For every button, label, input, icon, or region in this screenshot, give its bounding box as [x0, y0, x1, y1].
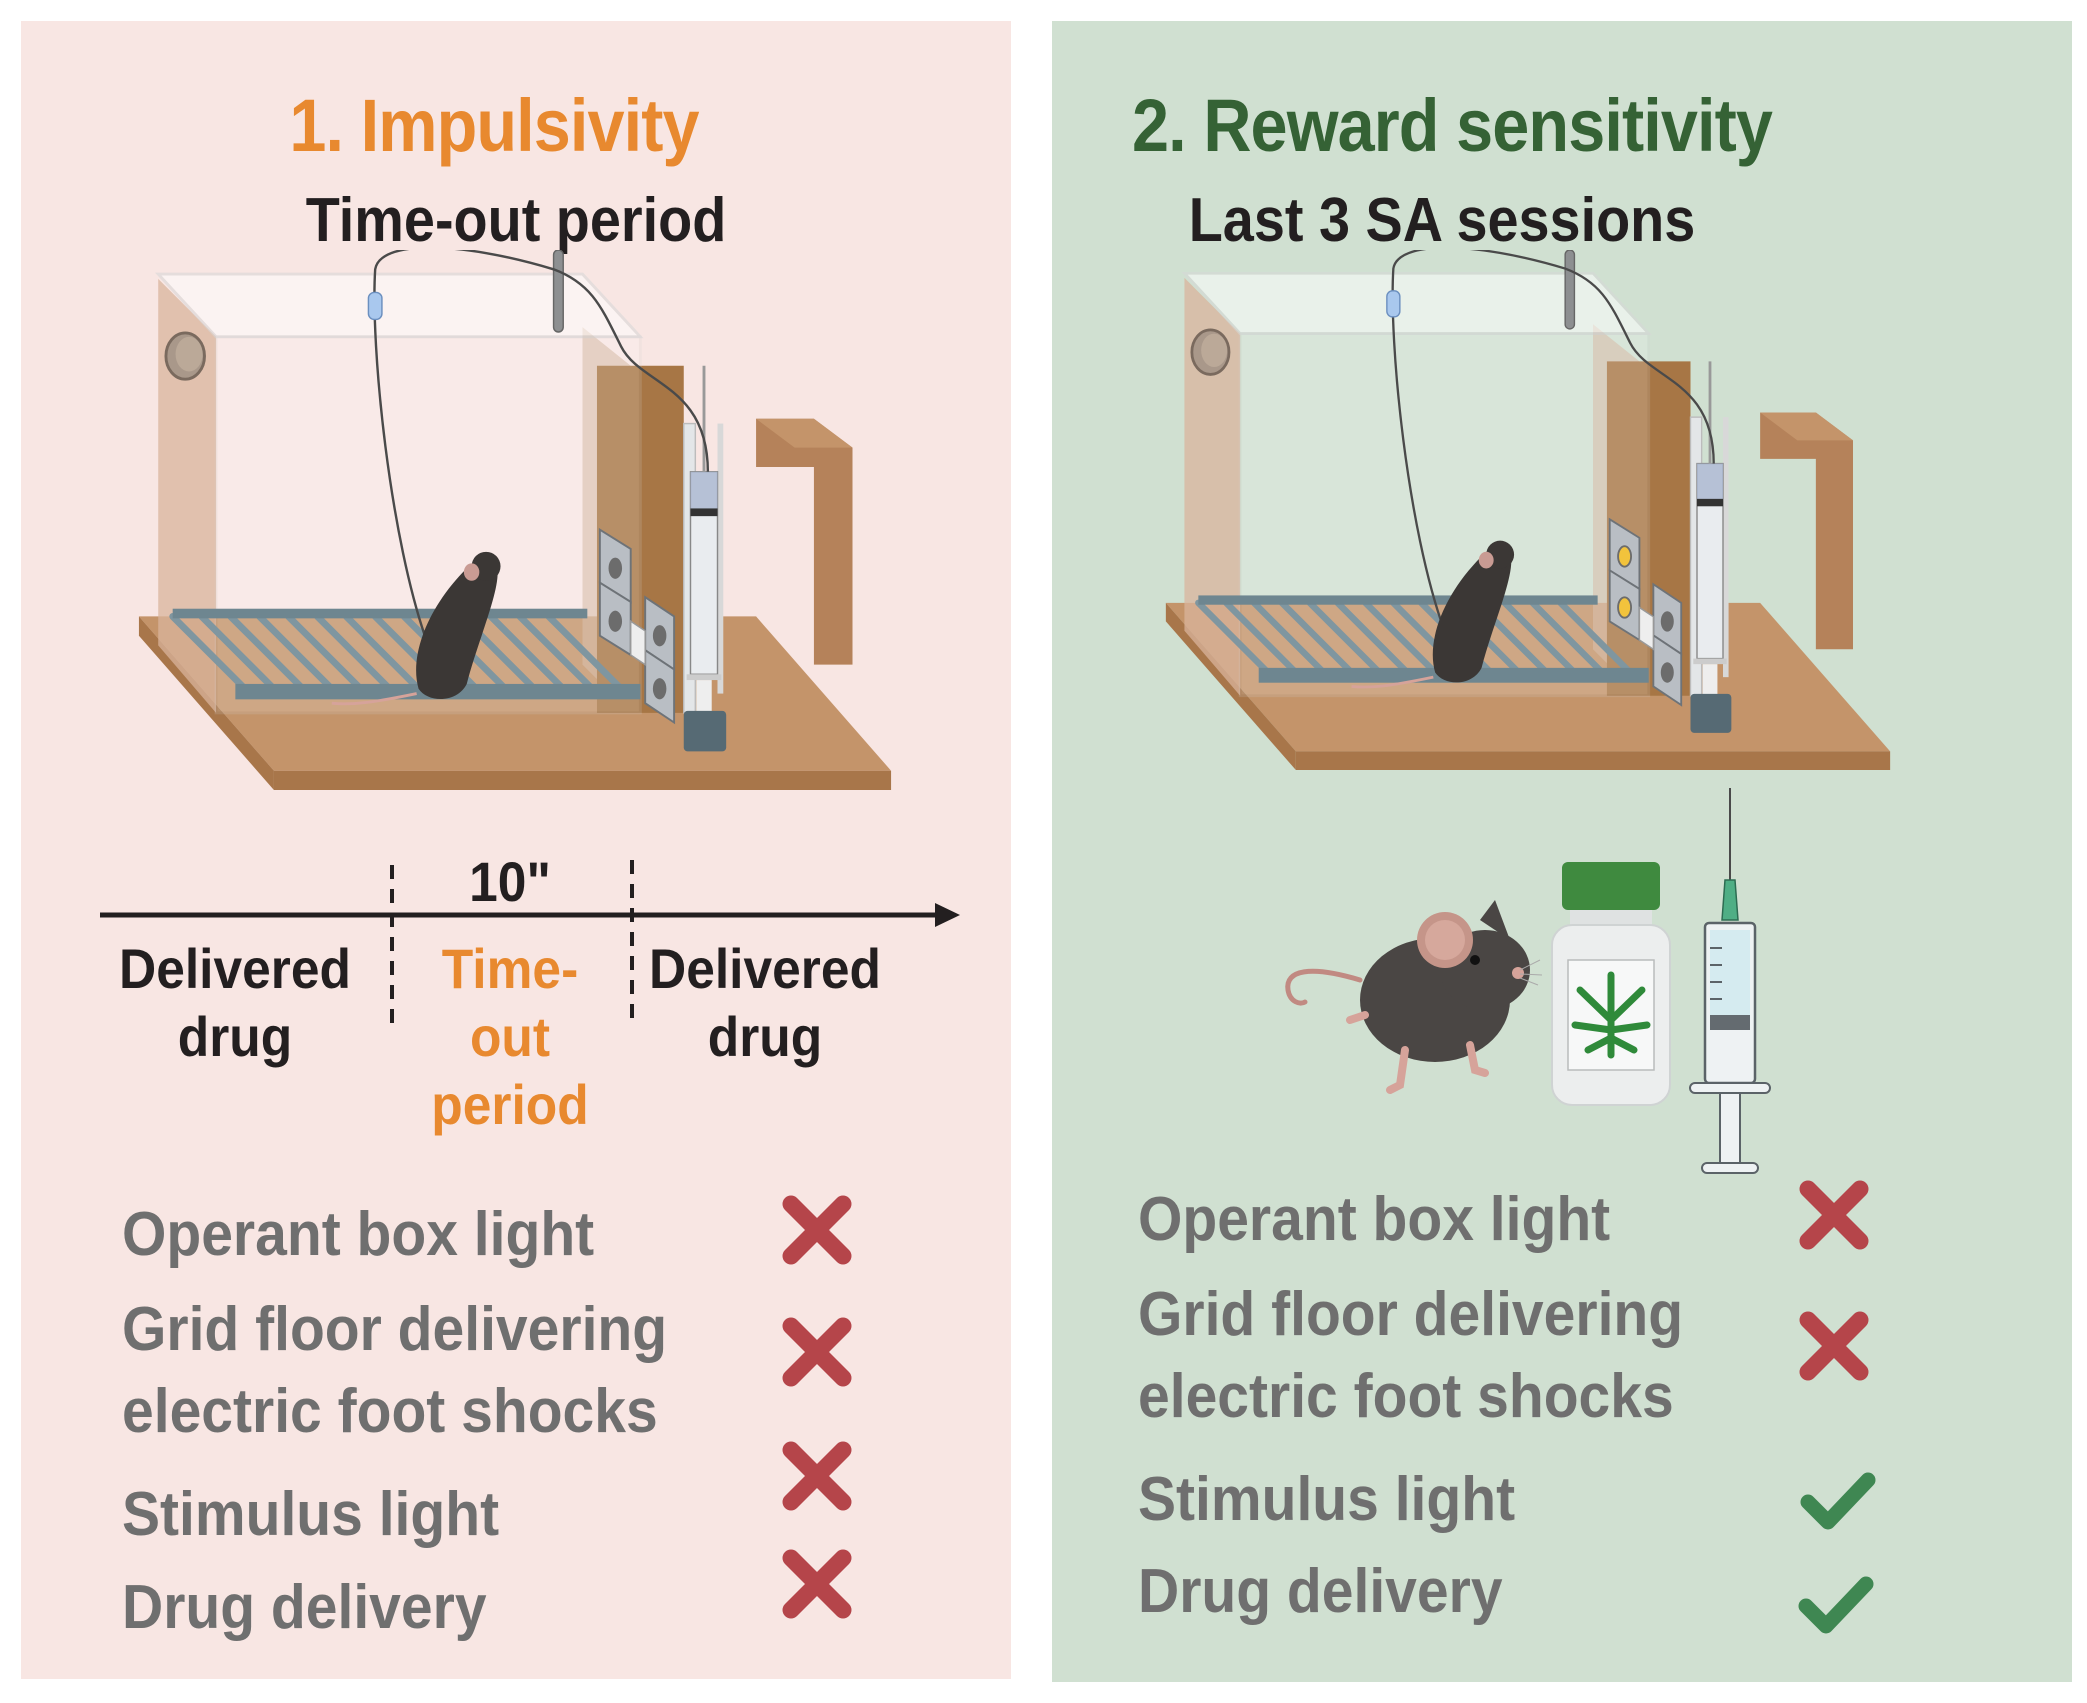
cross-icon [782, 1317, 852, 1387]
criterion-label: Operant box light [1138, 1185, 1611, 1254]
stimulus-light-on [1617, 545, 1632, 568]
mouse-icon [1285, 900, 1543, 1094]
criterion-label: Stimulus light [122, 1480, 500, 1549]
criterion-label: Grid floor delivering [122, 1295, 668, 1364]
timeout-duration-label: 10" [469, 850, 551, 913]
segment-label-line: drug [707, 1005, 823, 1068]
segment-label-line: period [431, 1073, 589, 1136]
arrow-right-icon [935, 903, 960, 927]
segment-label-line: drug [177, 1005, 293, 1068]
check-icon [1800, 1472, 1876, 1530]
criterion-label: Stimulus light [1138, 1465, 1516, 1534]
criterion-label: Grid floor delivering [1138, 1280, 1684, 1349]
syringe-icon [1689, 788, 1771, 1174]
cross-icon [782, 1549, 852, 1619]
segment-label-line: Delivered [649, 937, 881, 1000]
criterion-label: Operant box light [122, 1200, 595, 1269]
criterion-label: Drug delivery [122, 1573, 487, 1642]
panel-subtitle: Time-out period [305, 186, 727, 255]
cross-icon [1799, 1180, 1869, 1250]
segment-label-line: Time- [441, 937, 579, 1000]
panel-title: 1. Impulsivity [289, 84, 699, 167]
panel-subtitle: Last 3 SA sessions [1188, 186, 1696, 255]
timeline-segment: Delivered drug [106, 935, 364, 1071]
segment-label-line: out [469, 1005, 551, 1068]
timeline-segment-timeout: Time- out period [409, 935, 611, 1139]
timeline-segment: Delivered drug [641, 935, 889, 1071]
cross-icon [782, 1195, 852, 1265]
criterion-label: Drug delivery [1138, 1557, 1503, 1626]
reward-illustration [1285, 788, 1771, 1174]
criterion-label-line2: electric foot shocks [122, 1377, 658, 1446]
operant-box-illustration [85, 250, 945, 790]
criterion-label-line2: electric foot shocks [1138, 1362, 1674, 1431]
cross-icon [782, 1441, 852, 1511]
operant-box-illustration [1088, 250, 1968, 770]
segment-label-line: Delivered [119, 937, 351, 1000]
cross-icon [1799, 1311, 1869, 1381]
check-icon [1798, 1576, 1874, 1634]
stimulus-light-on [1617, 596, 1632, 619]
panel-title: 2. Reward sensitivity [1132, 84, 1773, 167]
cannabis-bottle-icon [1551, 862, 1671, 1106]
timeline [100, 860, 960, 1030]
